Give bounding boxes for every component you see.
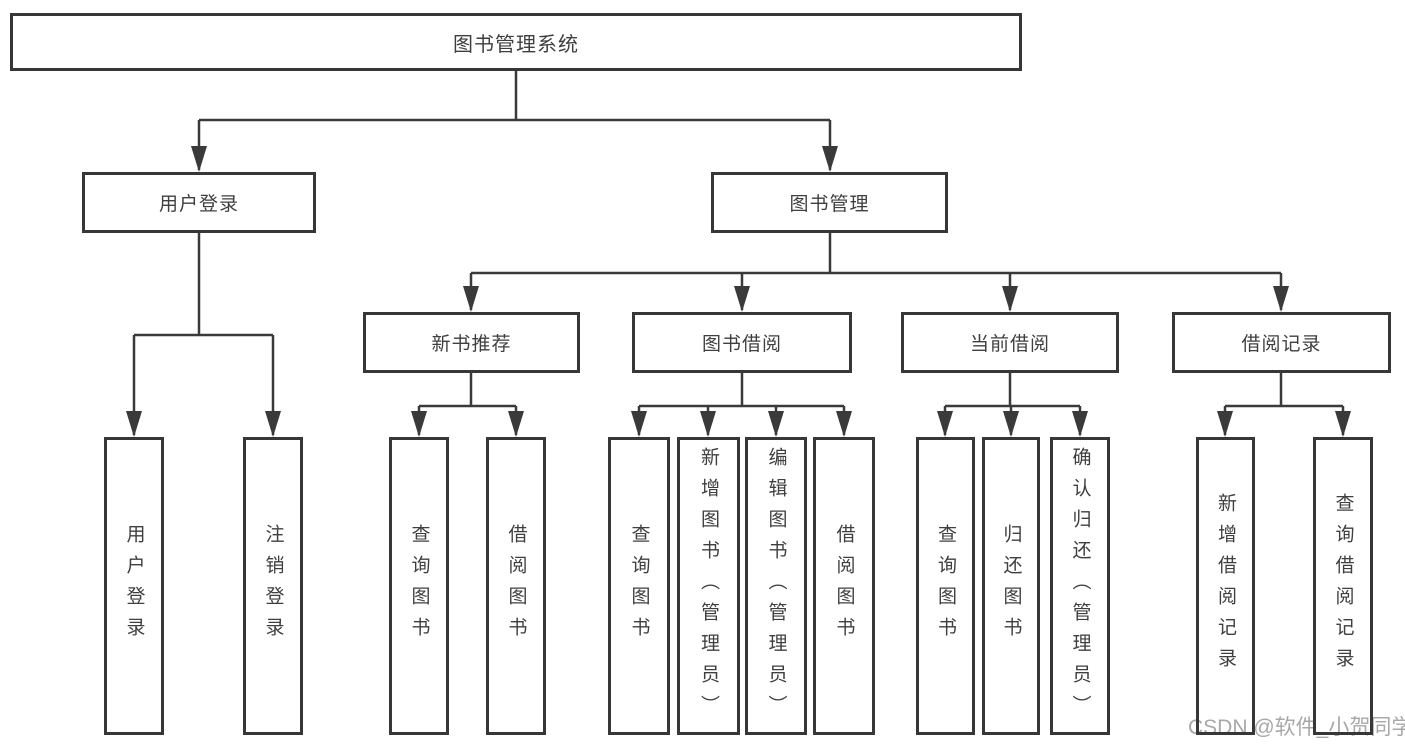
node-label: 确认归还（管理员） <box>1069 446 1091 726</box>
leaf-recommend-query-book: 查询图书 <box>389 437 449 735</box>
node-label: 借阅图书 <box>833 524 855 648</box>
leaf-recommend-borrow-book: 借阅图书 <box>486 437 546 735</box>
leaf-user-login: 用户登录 <box>104 437 164 735</box>
node-label: 图书借阅 <box>701 334 782 355</box>
leaf-current-query-book: 查询图书 <box>916 437 975 735</box>
node-label: 归还图书 <box>1000 524 1022 648</box>
node-label: 查询借阅记录 <box>1332 493 1354 679</box>
node-label: 借阅记录 <box>1241 334 1322 355</box>
connector-userlogin-to-leaves <box>132 233 275 435</box>
node-user-login: 用户登录 <box>82 172 316 233</box>
node-label: 图书管理 <box>789 194 870 215</box>
leaf-query-borrow-record: 查询借阅记录 <box>1313 437 1373 735</box>
node-label: 新增借阅记录 <box>1215 493 1236 679</box>
leaf-logout-login: 注销登录 <box>243 437 303 735</box>
node-book-management: 图书管理 <box>711 172 948 233</box>
connector-newbookrec-to-leaves <box>417 373 518 435</box>
watermark: CSDN @软件_小贺同学 <box>1188 716 1405 739</box>
connector-borrowrecord-to-leaves <box>1223 373 1345 435</box>
node-label: 查询图书 <box>628 524 650 648</box>
node-label: 注销登录 <box>262 524 284 648</box>
arrowheads <box>126 146 1351 437</box>
leaf-borrow-borrow-book: 借阅图书 <box>813 437 875 735</box>
node-borrow-record: 借阅记录 <box>1172 312 1391 373</box>
node-label: 新增图书（管理员） <box>698 446 719 726</box>
leaf-edit-book-admin: 编辑图书（管理员） <box>745 437 807 735</box>
leaf-borrow-query-book: 查询图书 <box>608 437 670 735</box>
connector-root-to-level2 <box>197 71 832 170</box>
node-new-book-recommend: 新书推荐 <box>363 312 580 373</box>
leaf-add-book-admin: 新增图书（管理员） <box>677 437 740 735</box>
connector-bookborrow-to-leaves <box>637 373 846 435</box>
leaf-return-book: 归还图书 <box>982 437 1040 735</box>
leaf-confirm-return-admin: 确认归还（管理员） <box>1050 437 1110 735</box>
connector-bookmgmt-to-level3 <box>469 233 1283 310</box>
node-label: 查询图书 <box>408 524 430 648</box>
node-label: 用户登录 <box>123 524 145 648</box>
node-label: 用户登录 <box>158 194 239 215</box>
node-label: 新书推荐 <box>431 334 512 355</box>
node-label: 编辑图书（管理员） <box>765 446 787 726</box>
node-label: 当前借阅 <box>969 334 1050 355</box>
node-label: 图书管理系统 <box>453 33 579 56</box>
node-label: 借阅图书 <box>505 524 527 648</box>
node-root-library-management-system: 图书管理系统 <box>10 13 1022 71</box>
node-current-borrow: 当前借阅 <box>901 312 1119 373</box>
leaf-add-borrow-record: 新增借阅记录 <box>1196 437 1255 735</box>
node-label: 查询图书 <box>935 524 956 648</box>
node-book-borrow: 图书借阅 <box>632 312 852 373</box>
